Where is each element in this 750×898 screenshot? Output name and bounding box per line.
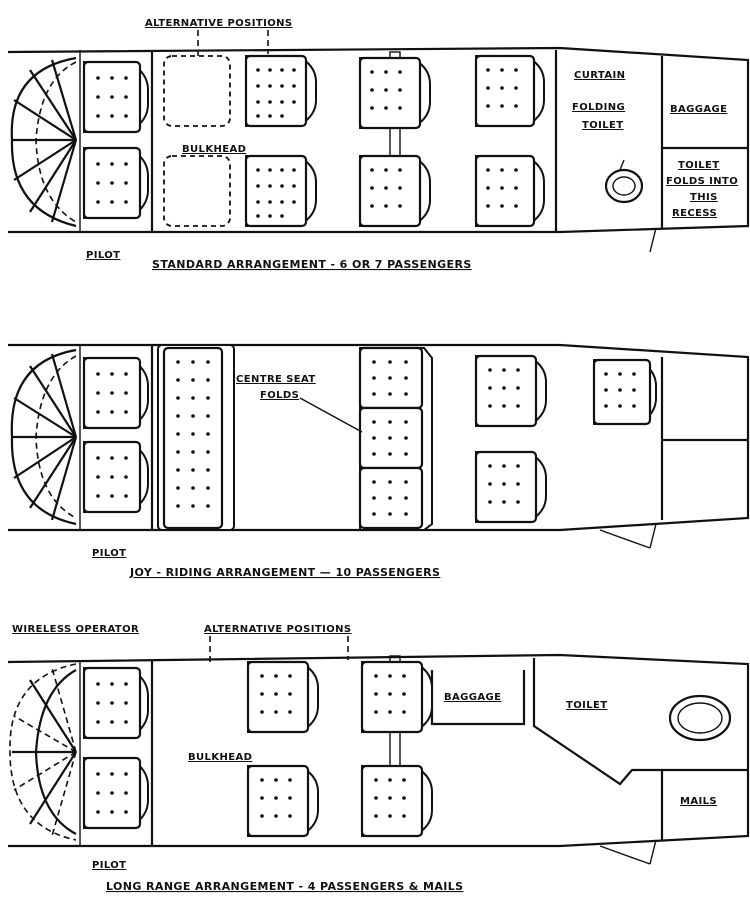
label-bulkhead: BULKHEAD bbox=[182, 144, 246, 155]
plan-standard: ALTERNATIVE POSITIONS CURTAIN FOLDING TO… bbox=[7, 18, 750, 271]
copilot-seat bbox=[82, 146, 149, 220]
nose-windows-joy bbox=[10, 348, 78, 526]
bench-seat bbox=[157, 344, 235, 531]
alternative-seat bbox=[163, 55, 231, 127]
copilot-seat bbox=[82, 440, 149, 514]
tail-strut bbox=[649, 839, 657, 865]
passenger-seat bbox=[592, 358, 657, 426]
label-toilet: TOILET bbox=[566, 700, 607, 711]
pilot-seat bbox=[82, 356, 149, 430]
caption-joy-riding: JOY - RIDING ARRANGEMENT — 10 PASSENGERS bbox=[129, 566, 440, 579]
passenger-seat bbox=[474, 154, 545, 228]
nose-rib bbox=[29, 69, 77, 141]
label-bulkhead: BULKHEAD bbox=[188, 752, 252, 763]
label-baggage: BAGGAGE bbox=[444, 692, 501, 703]
fuselage-outline-joy bbox=[8, 343, 750, 532]
label-toilet-folds-2: FOLDS INTO bbox=[666, 176, 738, 187]
passenger-seat bbox=[358, 154, 431, 228]
toilet-seat bbox=[612, 176, 636, 196]
nose-windows-long bbox=[9, 663, 77, 841]
centre-seat-column bbox=[358, 346, 433, 531]
tail-strut bbox=[649, 523, 657, 549]
passenger-seat bbox=[474, 54, 545, 128]
label-toilet-folds-1: TOILET bbox=[678, 160, 719, 171]
passenger-seat bbox=[474, 354, 547, 428]
plan-joy-riding: CENTRE SEAT FOLDS PILOT JOY - RIDING ARR… bbox=[8, 343, 750, 579]
tail-strut bbox=[649, 227, 657, 253]
label-pilot: PILOT bbox=[92, 860, 126, 871]
passenger-seat bbox=[246, 764, 319, 838]
passenger-seat bbox=[360, 764, 433, 838]
label-folding: FOLDING bbox=[572, 102, 625, 113]
nose-windows-standard bbox=[10, 56, 78, 228]
toilet-bowl bbox=[668, 694, 732, 742]
wireless-operator-seat bbox=[82, 756, 149, 830]
label-baggage: BAGGAGE bbox=[670, 104, 727, 115]
label-toilet: TOILET bbox=[582, 120, 623, 131]
label-pilot: PILOT bbox=[86, 250, 120, 261]
pilot-seat bbox=[82, 666, 149, 740]
passenger-seat bbox=[474, 450, 547, 524]
passenger-seat bbox=[244, 54, 317, 128]
nose-rib bbox=[50, 139, 78, 223]
caption-standard: STANDARD ARRANGEMENT - 6 OR 7 PASSENGERS bbox=[152, 258, 472, 271]
centre-connector bbox=[389, 127, 401, 157]
nose-rib bbox=[13, 99, 77, 141]
passenger-seat bbox=[246, 660, 319, 734]
label-centre-seat: CENTRE SEAT bbox=[236, 374, 316, 385]
folds-leader bbox=[299, 397, 363, 433]
tail-strut bbox=[599, 529, 651, 549]
label-toilet-folds-4: RECESS bbox=[672, 208, 717, 219]
label-alternative-positions: ALTERNATIVE POSITIONS bbox=[145, 18, 293, 29]
passenger-seat bbox=[360, 660, 433, 734]
label-folds: FOLDS bbox=[260, 390, 299, 401]
nose-arc bbox=[10, 56, 77, 228]
fuselage-outline-long bbox=[7, 653, 750, 848]
passenger-seat bbox=[358, 56, 431, 130]
pilot-seat bbox=[82, 60, 149, 134]
label-mails: MAILS bbox=[680, 796, 717, 807]
label-curtain: CURTAIN bbox=[574, 70, 625, 81]
fuselage-outline-standard bbox=[7, 46, 750, 234]
toilet-seat bbox=[677, 702, 723, 734]
label-toilet-folds-3: THIS bbox=[690, 192, 718, 203]
toilet-compartment bbox=[532, 658, 664, 840]
label-wireless-operator: WIRELESS OPERATOR bbox=[12, 624, 139, 635]
nose-rib bbox=[50, 59, 78, 141]
label-pilot: PILOT bbox=[92, 548, 126, 559]
caption-long-range: LONG RANGE ARRANGEMENT - 4 PASSENGERS & … bbox=[106, 880, 464, 893]
plan-long-range: WIRELESS OPERATOR ALTERNATIVE POSITIONS … bbox=[7, 624, 750, 893]
toilet-bowl bbox=[604, 168, 644, 204]
label-alternative-positions: ALTERNATIVE POSITIONS bbox=[204, 624, 352, 635]
tail-strut bbox=[599, 845, 651, 865]
passenger-seat bbox=[244, 154, 317, 228]
nose-arc-inner bbox=[35, 61, 77, 223]
centre-connector bbox=[389, 731, 401, 767]
alternative-seat bbox=[163, 155, 231, 227]
toilet-lid bbox=[619, 159, 625, 171]
nose-rib bbox=[13, 139, 77, 181]
nose-rib bbox=[29, 139, 77, 213]
